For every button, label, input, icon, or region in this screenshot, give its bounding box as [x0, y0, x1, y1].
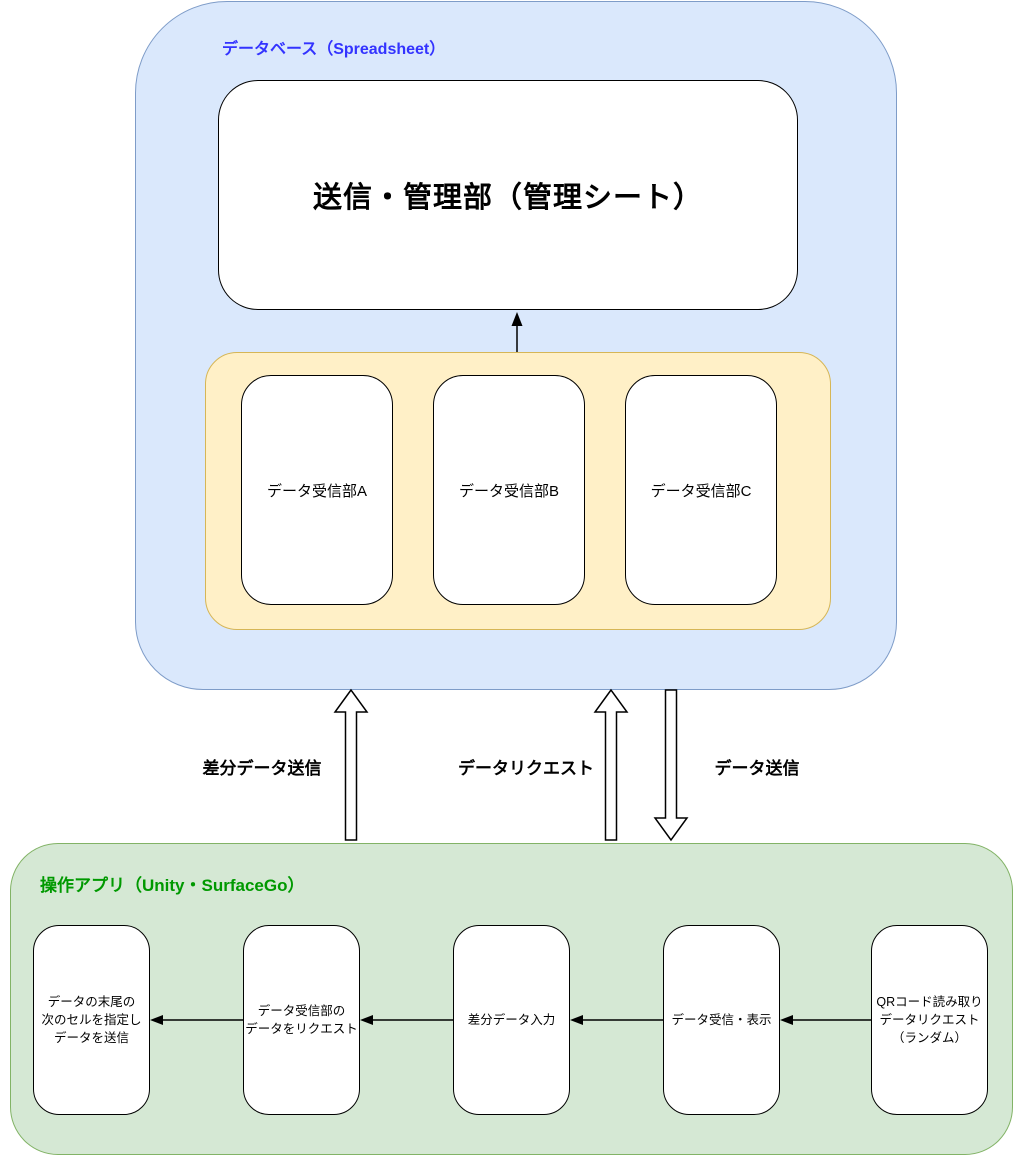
arrow-data-send-down-icon: [653, 689, 689, 842]
step-box-data-receive-display: データ受信・表示: [663, 925, 780, 1115]
database-container-label: データベース（Spreadsheet）: [222, 41, 446, 58]
step-box-send-to-next-cell: データの末尾の 次のセルを指定し データを送信: [33, 925, 150, 1115]
send-management-box: 送信・管理部（管理シート）: [218, 80, 798, 310]
receiver-box-a-label: データ受信部A: [266, 482, 367, 500]
app-container-label: 操作アプリ（Unity・SurfaceGo）: [40, 876, 305, 895]
step-box-qr-read-request-label: QRコード読み取り データリクエスト （ランダム）: [876, 994, 983, 1046]
flow-label-data-send: データ送信: [714, 759, 800, 778]
send-management-label: 送信・管理部（管理シート）: [312, 182, 703, 214]
arrow-data-request-up-icon: [593, 688, 629, 841]
receiver-box-c: データ受信部C: [625, 375, 777, 605]
arrow-diff-data-send-up-icon: [333, 688, 369, 841]
receiver-box-a: データ受信部A: [241, 375, 393, 605]
receiver-box-b: データ受信部B: [433, 375, 585, 605]
flow-label-diff-data-send: 差分データ送信: [202, 759, 322, 778]
flow-label-data-request: データリクエスト: [458, 759, 594, 778]
step-box-data-receive-display-label: データ受信・表示: [671, 1012, 772, 1027]
step-box-diff-data-input: 差分データ入力: [453, 925, 570, 1115]
receiver-box-b-label: データ受信部B: [458, 482, 559, 500]
step-box-request-receiver-data: データ受信部の データをリクエスト: [243, 925, 360, 1115]
receiver-box-c-label: データ受信部C: [650, 482, 752, 500]
step-box-request-receiver-data-label: データ受信部の データをリクエスト: [245, 1003, 358, 1036]
step-box-send-to-next-cell-label: データの末尾の 次のセルを指定し データを送信: [41, 994, 142, 1046]
step-box-diff-data-input-label: 差分データ入力: [467, 1012, 556, 1027]
step-box-qr-read-request: QRコード読み取り データリクエスト （ランダム）: [871, 925, 988, 1115]
